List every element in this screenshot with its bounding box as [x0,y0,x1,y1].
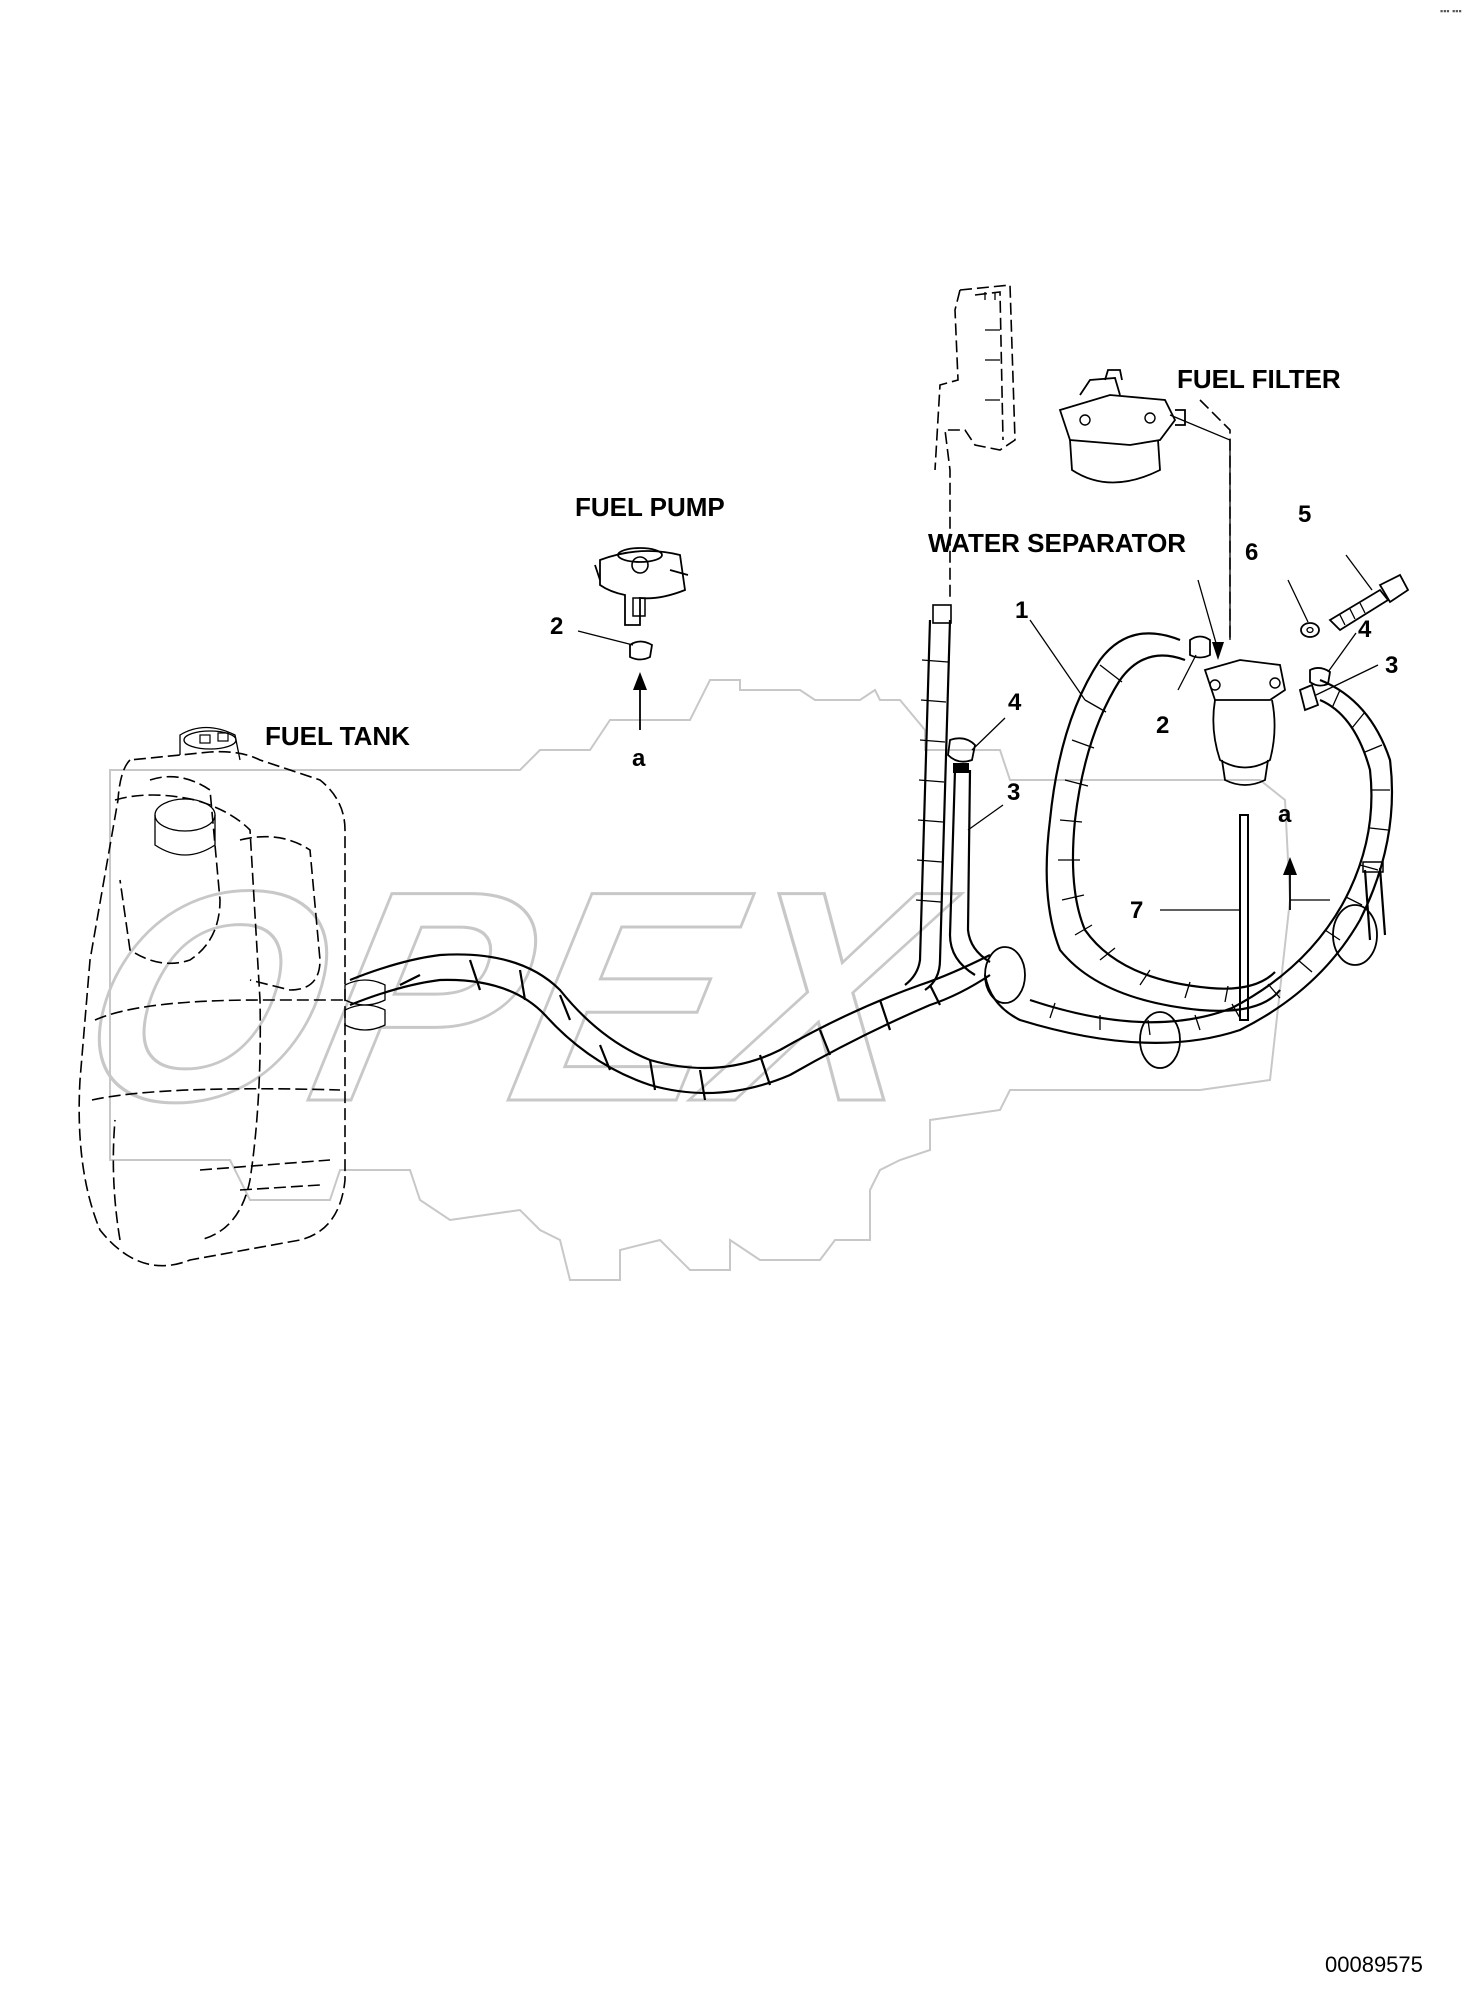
callout-6: 6 [1245,539,1258,566]
callout-3-left: 3 [1007,779,1020,806]
hose-end-3-right [1298,683,1320,712]
label-water-separator: WATER SEPARATOR [928,528,1186,558]
fuel-pump [594,547,689,626]
hose-3-left [948,763,991,976]
corner-mark: ▪▪▪ ▪▪▪ [1440,6,1462,16]
clamp-2-pump [629,640,653,661]
callout-4-left: 4 [1008,689,1022,716]
arrow-a-separator [1283,857,1330,910]
fuel-tank [78,726,346,1267]
callout-4-right: 4 [1358,616,1372,643]
water-separator [1203,659,1287,786]
supply-hose-tank [344,953,991,1101]
return-hose-loop [983,632,1394,1069]
callout-1: 1 [1015,597,1028,624]
label-fuel-filter: FUEL FILTER [1177,364,1341,394]
watermark-gear [109,679,1292,1281]
pump-bracket [934,284,1231,640]
document-number: 00089575 [1325,1952,1423,1977]
arrow-a-pump [633,672,647,730]
callout-2-pump: 2 [550,613,563,640]
callout-3-right: 3 [1385,652,1398,679]
callout-5: 5 [1298,501,1311,528]
callout-a-pump: a [632,745,646,772]
watermark-text: OPEX [54,828,977,1166]
bolt-5 [1328,573,1410,632]
label-fuel-pump: FUEL PUMP [575,492,725,522]
label-fuel-tank: FUEL TANK [265,721,410,751]
clamp-4-right [1309,667,1331,687]
fuel-filter [1058,369,1231,640]
leader-lines [577,554,1379,911]
callout-a-separator: a [1278,801,1292,828]
pipe-7 [1239,814,1249,1021]
clamp-2-separator [1189,635,1211,659]
svg-text:OPEX: OPEX [56,829,976,1164]
callout-7: 7 [1130,897,1143,924]
vertical-hose-to-pump [904,604,952,991]
callout-2-separator: 2 [1156,712,1169,739]
clamp-left [947,737,976,763]
washer-6 [1300,622,1320,638]
